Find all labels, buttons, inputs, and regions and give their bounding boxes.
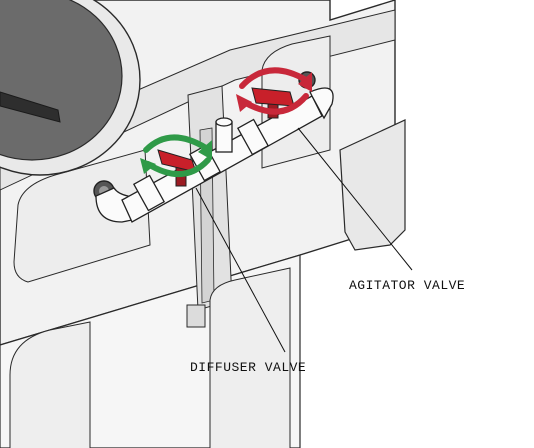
agitator-valve-label: AGITATOR VALVE (349, 278, 466, 293)
tank-lid-disc (0, 0, 123, 161)
diffuser-valve-label: DIFFUSER VALVE (190, 360, 307, 375)
tank-lid (0, 0, 141, 176)
channel-bracket (186, 304, 206, 328)
housing-right-leg (339, 119, 406, 251)
diffuser-leader-line (195, 187, 286, 353)
pipe-manifold (95, 87, 334, 223)
diffuser-arrowhead-right (198, 140, 212, 160)
housing-lower-arch-left (9, 321, 91, 448)
diffuser-arrow-upper (143, 134, 209, 153)
pipe-coupling-1 (132, 174, 166, 212)
diffuser-arrowhead-left (140, 158, 156, 174)
agitator-arrowhead-right (298, 72, 312, 92)
tank-lid-handle (0, 91, 61, 123)
agitator-leader-line (297, 127, 413, 271)
agitator-arrow-lower (241, 93, 309, 115)
agitator-rotation-arrows-icon (236, 67, 312, 115)
pipe-coupling-3 (236, 118, 270, 156)
agitator-arrow-upper (239, 67, 309, 89)
tee-riser-cap (215, 117, 233, 127)
right-pipe-elbow (309, 87, 334, 120)
housing-lower-arch-right (209, 267, 291, 448)
diffuser-arrow-lower (145, 157, 211, 178)
housing-left-panel (13, 149, 151, 283)
diffuser-rotation-arrows-icon (140, 134, 212, 178)
agitator-arrowhead-left (236, 94, 252, 112)
